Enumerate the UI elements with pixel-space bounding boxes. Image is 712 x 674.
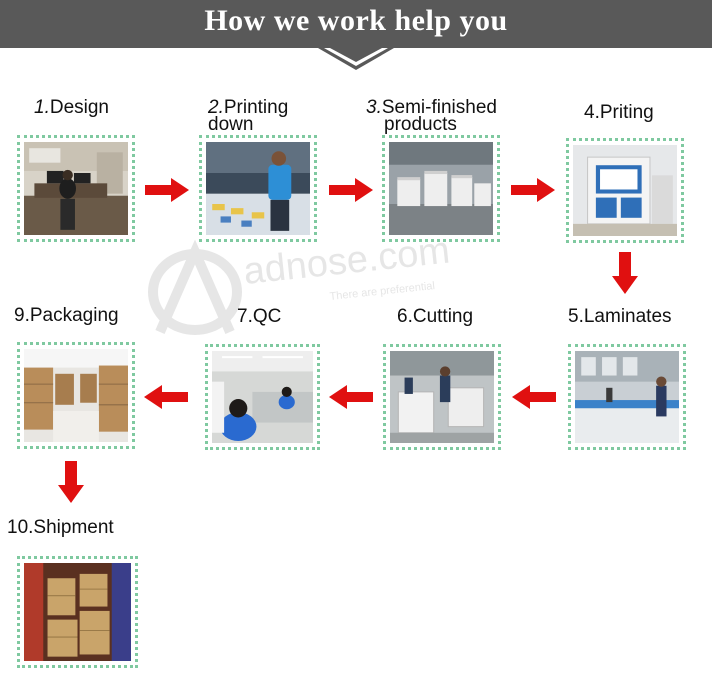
step-7-number: 7. — [237, 306, 253, 327]
step-10-title: Shipment — [33, 517, 114, 538]
step-10-photo-frame — [17, 556, 138, 668]
step-9-photo — [24, 349, 128, 442]
step-5-photo — [575, 351, 679, 443]
step-6-label: 6.Cutting — [397, 306, 474, 327]
step-4-title: Priting — [599, 102, 654, 123]
step-2-title: Printing — [223, 97, 289, 118]
step-2-title-line2: down — [208, 114, 254, 135]
watermark-tagline: There are preferential — [329, 280, 435, 303]
step-2-photo-frame — [199, 135, 317, 242]
step-6-photo-frame — [383, 344, 501, 450]
step-4-label: 4.Priting — [584, 102, 654, 123]
step-2-label: 2.Printing down — [208, 97, 289, 135]
arrow-right-icon — [329, 178, 373, 202]
header-banner — [0, 0, 712, 48]
arrow-down-icon — [612, 252, 638, 294]
step-1-title: Design — [49, 97, 110, 118]
step-9-title: Packaging — [29, 305, 119, 326]
arrow-left-icon — [512, 385, 556, 409]
step-3-photo — [389, 142, 493, 235]
step-9-photo-frame — [17, 342, 135, 449]
step-4-photo — [573, 145, 677, 236]
step-9-label: 9.Packaging — [14, 305, 119, 326]
step-3-title-line2: products — [384, 114, 457, 135]
step-3-photo-frame — [382, 135, 500, 242]
step-7-label: 7.QC — [237, 306, 282, 327]
step-4-photo-frame — [566, 138, 684, 243]
step-3-number: 3. — [366, 97, 382, 118]
page-title: How we work help you — [204, 4, 508, 37]
step-6-title: Cutting — [412, 306, 474, 327]
step-7-photo-frame — [205, 344, 320, 450]
arrow-left-icon — [144, 385, 188, 409]
step-10-photo — [24, 563, 131, 661]
step-7-photo — [212, 351, 313, 443]
arrow-down-icon — [58, 461, 84, 503]
step-6-photo — [390, 351, 494, 443]
step-9-number: 9. — [14, 305, 30, 326]
banner-notch — [318, 48, 394, 70]
step-5-number: 5. — [568, 306, 584, 327]
step-10-number: 10. — [7, 517, 34, 538]
step-1-photo-frame — [17, 135, 135, 242]
step-5-label: 5.Laminates — [568, 306, 672, 327]
step-1-number: 1. — [34, 97, 50, 118]
step-4-number: 4. — [584, 102, 600, 123]
step-6-number: 6. — [397, 306, 413, 327]
step-5-photo-frame — [568, 344, 686, 450]
step-5-title: Laminates — [583, 306, 672, 327]
arrow-right-icon — [145, 178, 189, 202]
step-2-photo — [206, 142, 310, 235]
step-10-label: 10.Shipment — [7, 517, 114, 538]
step-3-title: Semi-finished — [381, 97, 497, 118]
step-1-photo — [24, 142, 128, 235]
step-3-label: 3.Semi-finished products — [366, 97, 497, 135]
step-2-number: 2. — [208, 97, 224, 118]
arrow-right-icon — [511, 178, 555, 202]
step-7-title: QC — [252, 306, 282, 327]
arrow-left-icon — [329, 385, 373, 409]
step-1-label: 1.Design — [34, 97, 110, 118]
